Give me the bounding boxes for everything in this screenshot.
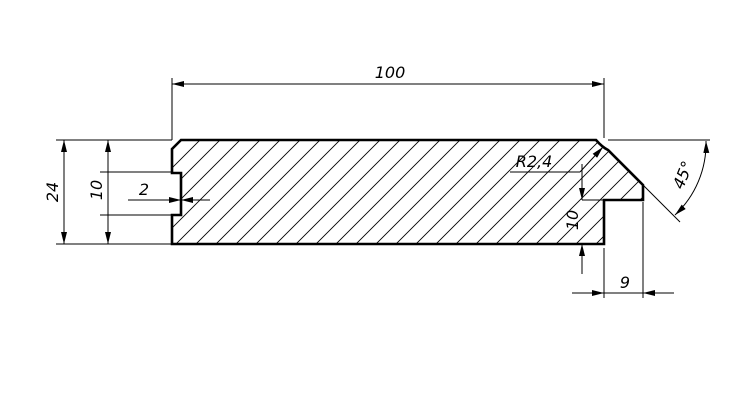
hatch-line [172, 140, 191, 244]
hatch-line [459, 140, 591, 244]
hatch-line [639, 140, 643, 244]
hatch-line [660, 130, 737, 260]
hatch-line [172, 140, 271, 244]
hatch-line [439, 140, 571, 244]
dim-tongue-height-text: 10 [563, 210, 582, 230]
hatch-line [539, 140, 643, 244]
hatch-line [720, 130, 737, 260]
hatch-line [172, 140, 211, 244]
dim-groove-width-text: 10 [87, 180, 106, 200]
dim-thickness-text: 24 [43, 182, 62, 202]
hatch-line [219, 140, 351, 244]
dim-angle-text: 45° [669, 158, 697, 191]
hatch-line [179, 140, 311, 244]
hatch-line [599, 140, 643, 244]
hatch-line [559, 140, 643, 244]
hatch-line [172, 140, 291, 244]
dim-groove-depth-text: 2 [139, 180, 149, 199]
dim-length-text: 100 [375, 63, 406, 82]
hatch-line [239, 140, 371, 244]
hatch-line [579, 140, 643, 244]
dimension-lines [61, 81, 710, 296]
hatch-line [339, 140, 471, 244]
dim-tongue-length-text: 9 [620, 273, 630, 292]
hatch-line [20, 130, 150, 260]
hatch-line [379, 140, 511, 244]
extension-lines [56, 78, 710, 298]
hatch-line [279, 140, 411, 244]
hatch-line [172, 140, 251, 244]
hatch-line [399, 140, 531, 244]
hatch-line [359, 140, 491, 244]
dim-radius-text: R2,4 [516, 152, 553, 171]
section-hatching [20, 130, 737, 260]
hatch-line [419, 140, 551, 244]
hatch-line [499, 140, 631, 244]
hatch-line [680, 130, 737, 260]
hatch-line [519, 140, 643, 244]
hatch-line [319, 140, 451, 244]
hatch-line [172, 140, 231, 244]
hatch-line [299, 140, 431, 244]
hatch-line [619, 140, 643, 244]
hatch-line [479, 140, 611, 244]
hatch-line [199, 140, 331, 244]
hatch-line [259, 140, 391, 244]
